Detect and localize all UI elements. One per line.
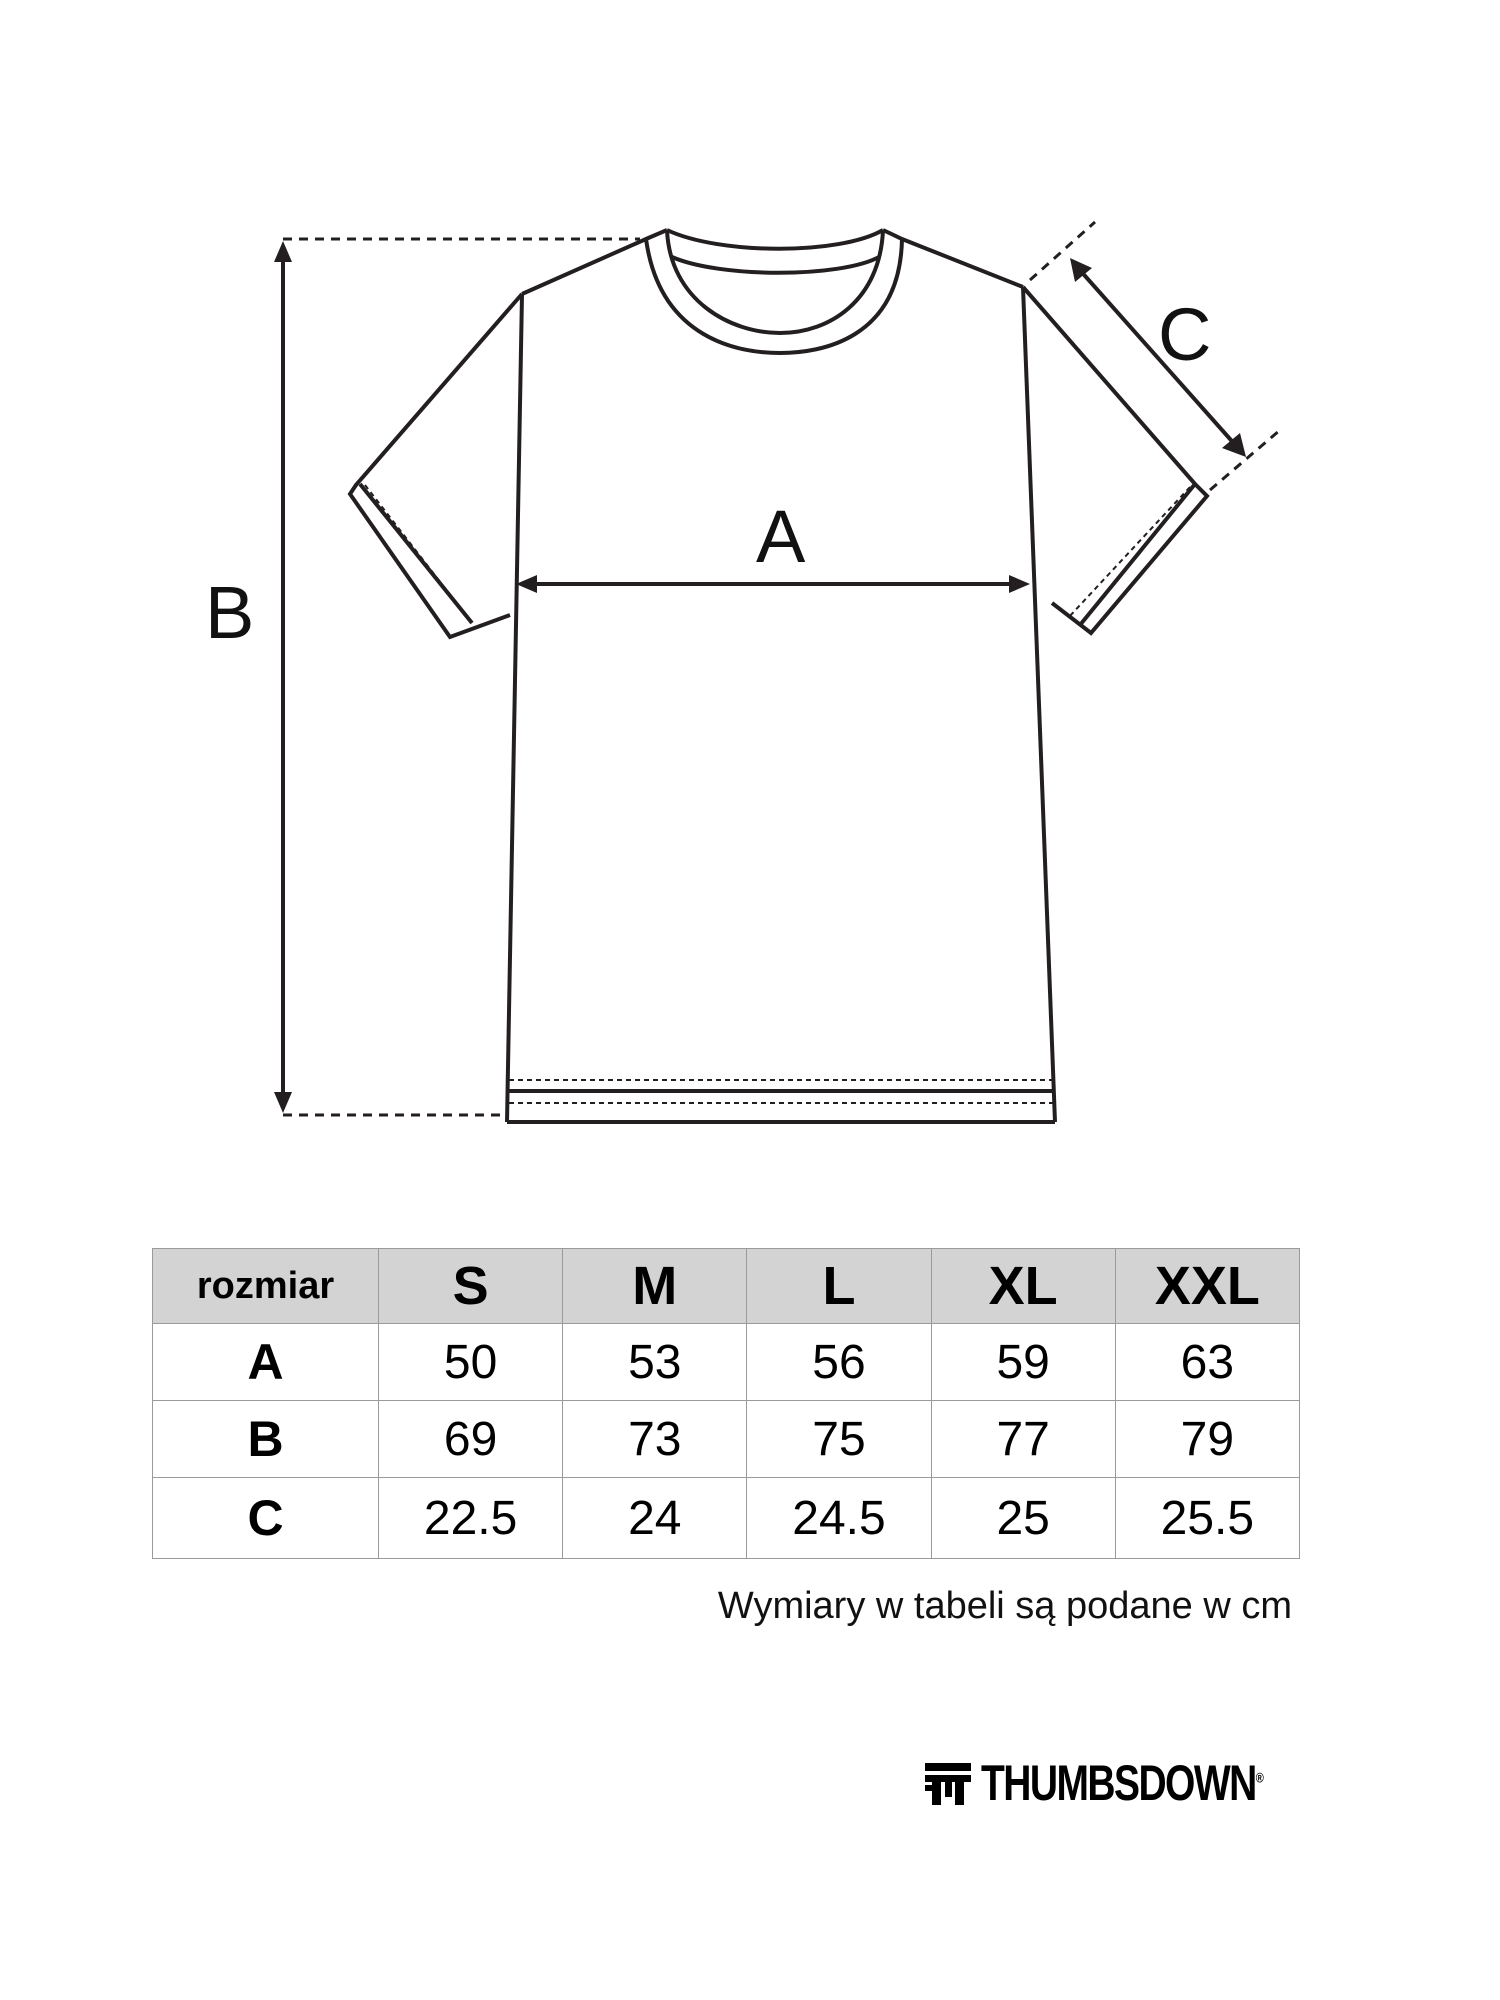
table-row: B 69 73 75 77 79 [152,1400,1301,1478]
cell: 24 [562,1477,748,1559]
cell: 69 [377,1400,564,1478]
cell: 25.5 [1114,1477,1301,1559]
cell: 75 [746,1400,932,1478]
header-size-l: L [746,1248,932,1324]
dimension-label-a: A [756,495,806,578]
cell: 22.5 [377,1477,564,1559]
header-size-label: rozmiar [152,1248,379,1324]
row-label-a: A [152,1323,379,1401]
units-note: Wymiary w tabeli są podane w cm [717,1585,1292,1627]
cell: 59 [930,1323,1116,1401]
table-row: A 50 53 56 59 63 [152,1323,1301,1401]
brand-mark-icon [925,1763,971,1805]
cell: 79 [1114,1400,1301,1478]
header-size-xl: XL [930,1248,1116,1324]
cell: 63 [1114,1323,1301,1401]
table-row: C 22.5 24 24.5 25 25.5 [152,1477,1301,1559]
tshirt-outline-icon [274,220,1281,1124]
dimension-label-c: C [1158,293,1212,376]
brand-name-text: THUMBSDOWN [981,1755,1257,1811]
tshirt-diagram: A B C [205,220,1281,1124]
registered-mark: ® [1255,1769,1264,1786]
header-size-m: M [562,1248,748,1324]
row-label-b: B [152,1400,379,1478]
cell: 56 [746,1323,932,1401]
brand-name: THUMBSDOWN® [981,1754,1264,1812]
header-size-xxl: XXL [1114,1248,1301,1324]
cell: 50 [377,1323,564,1401]
table-header-row: rozmiar S M L XL XXL [152,1248,1301,1324]
size-table: rozmiar S M L XL XXL A 50 53 56 59 63 B … [152,1248,1301,1559]
row-label-c: C [152,1477,379,1559]
dimension-label-b: B [205,571,255,654]
brand-logo: THUMBSDOWN® [925,1755,1344,1811]
cell: 73 [562,1400,748,1478]
cell: 77 [930,1400,1116,1478]
cell: 24.5 [746,1477,932,1559]
cell: 53 [562,1323,748,1401]
header-size-s: S [377,1248,564,1324]
cell: 25 [930,1477,1116,1559]
